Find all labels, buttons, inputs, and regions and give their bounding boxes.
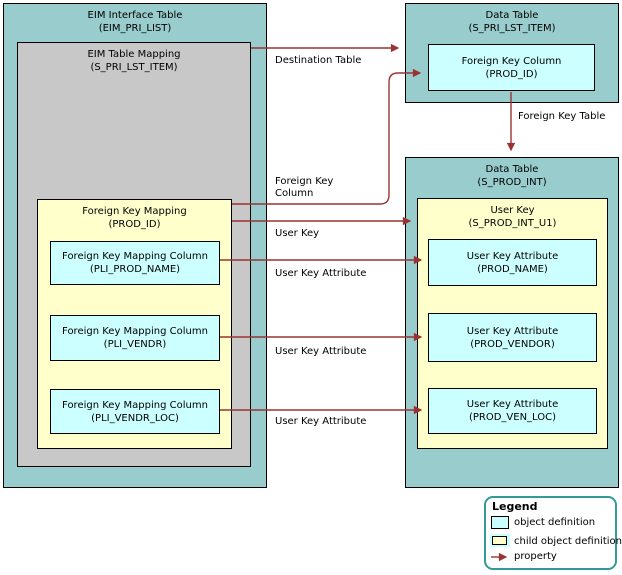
- foreign-key-column-box: Foreign Key Column (PROD_ID): [428, 44, 595, 91]
- child-object-swatch-inner: [492, 536, 507, 545]
- box-subtitle-line: (PROD_NAME): [477, 263, 548, 275]
- legend-item-child-object-definition: child object definition: [514, 536, 622, 547]
- box-title-line: EIM Interface Table: [87, 10, 183, 21]
- box-title-line: User Key Attribute: [466, 250, 559, 262]
- legend-item-property: property: [514, 551, 557, 562]
- box-subtitle-line: (S_PROD_INT): [477, 177, 547, 188]
- box-title-line: EIM Table Mapping: [87, 49, 181, 60]
- box-subtitle-line: (S_PRI_LST_ITEM): [468, 23, 556, 34]
- box-title-line: User Key Attribute: [466, 325, 559, 337]
- user-key-label: User Key: [275, 228, 320, 239]
- legend: Legend object definition child object de…: [484, 496, 622, 570]
- destination-table-label: Destination Table: [275, 55, 362, 66]
- fk-mapping-column-pli-prod-name-box: Foreign Key Mapping Column (PLI_PROD_NAM…: [50, 241, 220, 285]
- foreign-key-column-label-line1: Foreign Key: [275, 176, 334, 187]
- box-subtitle-line: (PROD_VEN_LOC): [468, 412, 557, 423]
- box-title-line: Foreign Key Mapping Column: [62, 399, 208, 411]
- box-subtitle-line: (PLI_VENDR): [103, 339, 167, 350]
- box-subtitle-line: (PLI_PROD_NAME): [89, 264, 181, 275]
- object-definition-swatch: [491, 516, 509, 529]
- box-subtitle-line: (PROD_ID): [485, 68, 538, 80]
- box-subtitle-line: (PROD_VENDOR): [470, 338, 555, 350]
- box-title-line: User Key Attribute: [466, 399, 559, 410]
- user-key-attribute-title: User Key Attribute (PROD_VENDOR): [429, 325, 596, 351]
- user-key-attribute-label-1: User Key Attribute: [275, 268, 367, 279]
- box-title-line: Foreign Key Mapping Column: [62, 251, 208, 262]
- box-title-line: User Key: [490, 205, 535, 216]
- user-key-attribute-title: User Key Attribute (PROD_NAME): [429, 250, 596, 276]
- foreign-key-column-label-line2: Column: [275, 188, 314, 199]
- legend-title: Legend: [492, 500, 538, 513]
- fk-mapping-column-pli-vendr-loc-box: Foreign Key Mapping Column (PLI_VENDR_LO…: [50, 389, 220, 434]
- box-subtitle-line: (PLI_VENDR_LOC): [91, 412, 179, 424]
- user-key-attribute-label-3: User Key Attribute: [275, 416, 367, 427]
- eim-interface-table-title: EIM Interface Table (EIM_PRI_LIST): [4, 4, 266, 35]
- user-key-attribute-prod-vendor-box: User Key Attribute (PROD_VENDOR): [428, 313, 597, 362]
- user-key-attribute-label-2: User Key Attribute: [275, 346, 367, 357]
- box-subtitle-line: (S_PROD_INT_U1): [468, 218, 557, 229]
- eim-table-mapping-title: EIM Table Mapping (S_PRI_LST_ITEM): [18, 43, 250, 74]
- foreign-key-column-label: Foreign Key Column: [275, 176, 333, 200]
- fk-mapping-column-pli-vendr-box: Foreign Key Mapping Column (PLI_VENDR): [50, 315, 220, 361]
- fk-mapping-column-title: Foreign Key Mapping Column (PLI_VENDR_LO…: [51, 399, 219, 425]
- data-table-title: Data Table (S_PROD_INT): [406, 158, 618, 189]
- fk-mapping-column-title: Foreign Key Mapping Column (PLI_VENDR): [51, 325, 219, 351]
- user-key-attribute-prod-ven-loc-box: User Key Attribute (PROD_VEN_LOC): [428, 388, 597, 434]
- child-object-definition-swatch: [490, 534, 510, 547]
- foreign-key-mapping-title: Foreign Key Mapping (PROD_ID): [38, 200, 231, 231]
- box-title-line: Foreign Key Mapping: [82, 206, 187, 217]
- fk-mapping-column-title: Foreign Key Mapping Column (PLI_PROD_NAM…: [51, 250, 219, 276]
- legend-item-object-definition: object definition: [514, 517, 596, 528]
- foreign-key-table-label: Foreign Key Table: [518, 111, 606, 122]
- box-title-line: Foreign Key Mapping Column: [62, 326, 208, 337]
- user-key-attribute-prod-name-box: User Key Attribute (PROD_NAME): [428, 239, 597, 286]
- user-key-title: User Key (S_PROD_INT_U1): [418, 199, 607, 230]
- user-key-attribute-title: User Key Attribute (PROD_VEN_LOC): [429, 398, 596, 424]
- box-subtitle-line: (PROD_ID): [108, 219, 161, 230]
- foreign-key-column-title: Foreign Key Column (PROD_ID): [429, 55, 594, 81]
- data-table-title: Data Table (S_PRI_LST_ITEM): [406, 4, 618, 35]
- box-title-line: Data Table: [485, 164, 539, 175]
- property-arrow-icon: [491, 552, 508, 562]
- box-subtitle-line: (EIM_PRI_LIST): [98, 23, 172, 34]
- box-subtitle-line: (S_PRI_LST_ITEM): [90, 62, 178, 73]
- box-title-line: Data Table: [485, 10, 539, 21]
- box-title-line: Foreign Key Column: [461, 55, 562, 67]
